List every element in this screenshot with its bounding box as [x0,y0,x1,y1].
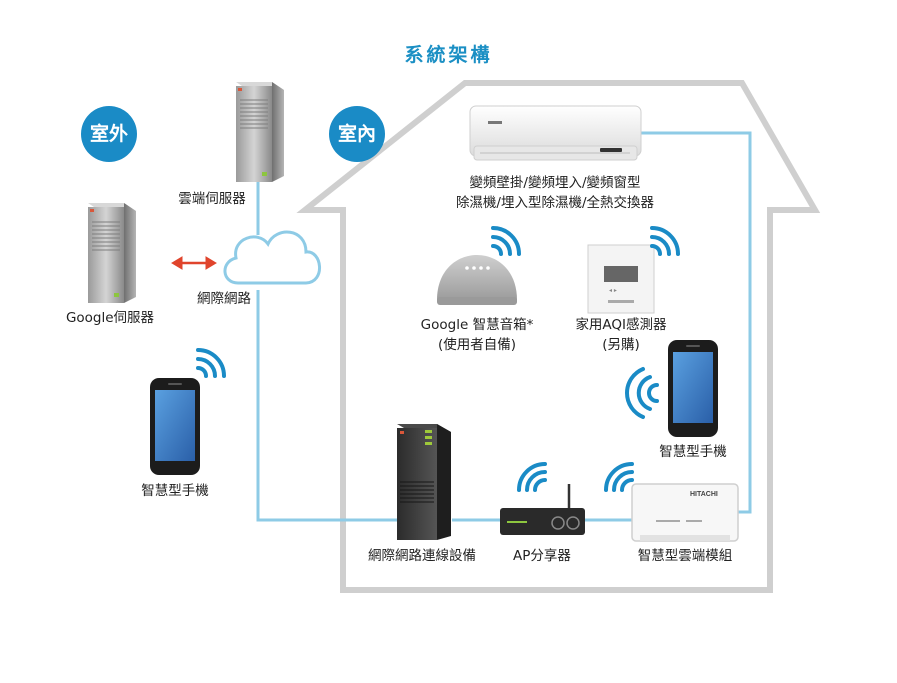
google-speaker-icon [437,255,517,305]
wifi-icon-speaker [491,226,521,256]
house-outline [296,80,821,593]
phone-outdoor-icon [150,378,200,475]
cloud-module-label: 智慧型雲端模組 [637,548,733,564]
ac-label-line1: 變頻壁掛/變頻埋入/變頻窗型 [469,175,641,191]
speaker-label-line2: (使用者自備) [437,337,517,353]
aqi-label-line2: (另購) [602,337,640,353]
router-label: AP分享器 [513,548,571,564]
router-icon [500,484,585,535]
speaker-label-line1: Google 智慧音箱* [420,317,534,333]
module-brand: HITACHI [690,491,718,498]
link-internet-network [256,290,400,522]
server-icon [236,82,284,182]
network-device-icon [397,424,451,540]
outdoor-badge: 室外 [81,106,137,162]
phone-indoor-label: 智慧型手機 [659,444,727,460]
ac-label-line2: 除濕機/埋入型除濕機/全熱交換器 [455,195,655,211]
google-server-label: Google伺服器 [65,310,155,326]
wifi-icon-indoor-phone [625,367,659,419]
wifi-icon-outdoor-phone [196,348,226,378]
double-arrow-icon [171,256,217,270]
network-device-label: 網際網路連線設備 [368,548,476,564]
google-server-icon [88,203,136,303]
phone-indoor-icon [668,340,718,437]
connection-lines [256,131,752,522]
cloud-icon [223,230,321,285]
phone-outdoor-label: 智慧型手機 [141,483,209,499]
wifi-icon-router [517,462,547,492]
aqi-label-line1: 家用AQI感測器 [575,317,667,333]
cloud-server-label: 雲端伺服器 [178,191,246,207]
svg-text:◂ ▸: ◂ ▸ [609,287,617,294]
indoor-badge: 室內 [329,106,385,162]
link-module-ac [640,131,752,514]
aqi-sensor-icon: ◂ ▸ [587,244,655,314]
air-conditioner-icon [469,105,642,161]
cloud-module-icon [631,483,739,542]
wifi-icon-module [604,462,634,492]
diagram-title: 系統架構 [404,44,493,66]
wifi-icon-sensor [650,226,680,256]
internet-label: 網際網路 [197,291,251,307]
